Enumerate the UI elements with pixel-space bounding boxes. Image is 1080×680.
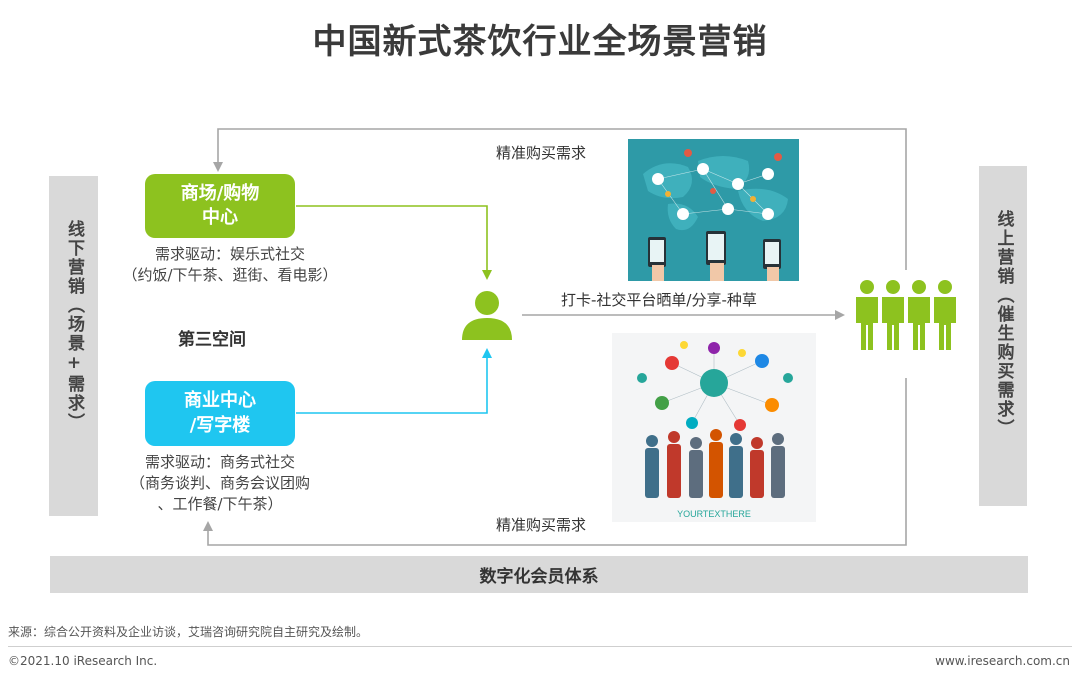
footer-divider	[8, 646, 1072, 647]
checkin-share-label: 打卡-社交平台晒单/分享-种草	[561, 291, 757, 309]
offline-marketing-bar: 线下营销（场景+需求）	[49, 176, 98, 516]
business-people-illustration: YOURTEXTHERE	[612, 333, 816, 522]
online-marketing-bar: 线上营销（催生购买需求）	[979, 166, 1027, 506]
third-space-label: 第三空间	[178, 330, 246, 350]
mall-box: 商场/购物 中心	[145, 174, 295, 238]
digital-membership-label: 数字化会员体系	[479, 567, 599, 587]
bottom-precise-demand-label: 精准购买需求	[496, 516, 587, 534]
social-network-illustration	[628, 139, 799, 281]
photo-caption: YOURTEXTHERE	[677, 509, 751, 519]
website-url: www.iresearch.com.cn	[935, 654, 1070, 668]
top-precise-demand-label: 精准购买需求	[496, 144, 587, 162]
office-to-consumer-arrow	[296, 348, 492, 414]
page-title: 中国新式茶饮行业全场景营销	[312, 22, 768, 62]
top-loop-arrow	[213, 128, 907, 270]
digital-membership-bar: 数字化会员体系	[50, 556, 1028, 593]
bottom-loop-arrow	[203, 378, 907, 546]
mall-demand-description: 需求驱动：娱乐式社交 （约饭/下午茶、逛街、看电影）	[122, 245, 338, 284]
copyright: ©2021.10 iResearch Inc.	[8, 654, 158, 668]
online-marketing-label: 线上营销（催生购买需求）	[993, 210, 1014, 438]
source-note: 来源：综合公开资料及企业访谈，艾瑞咨询研究院自主研究及绘制。	[8, 625, 369, 639]
mall-to-consumer-arrow	[296, 205, 492, 280]
office-box: 商业中心 /写字楼	[145, 381, 295, 446]
offline-marketing-label: 线下营销（场景+需求）	[64, 220, 84, 432]
office-demand-description: 需求驱动：商务式社交 （商务谈判、商务会议团购 、工作餐/下午茶）	[129, 453, 310, 513]
